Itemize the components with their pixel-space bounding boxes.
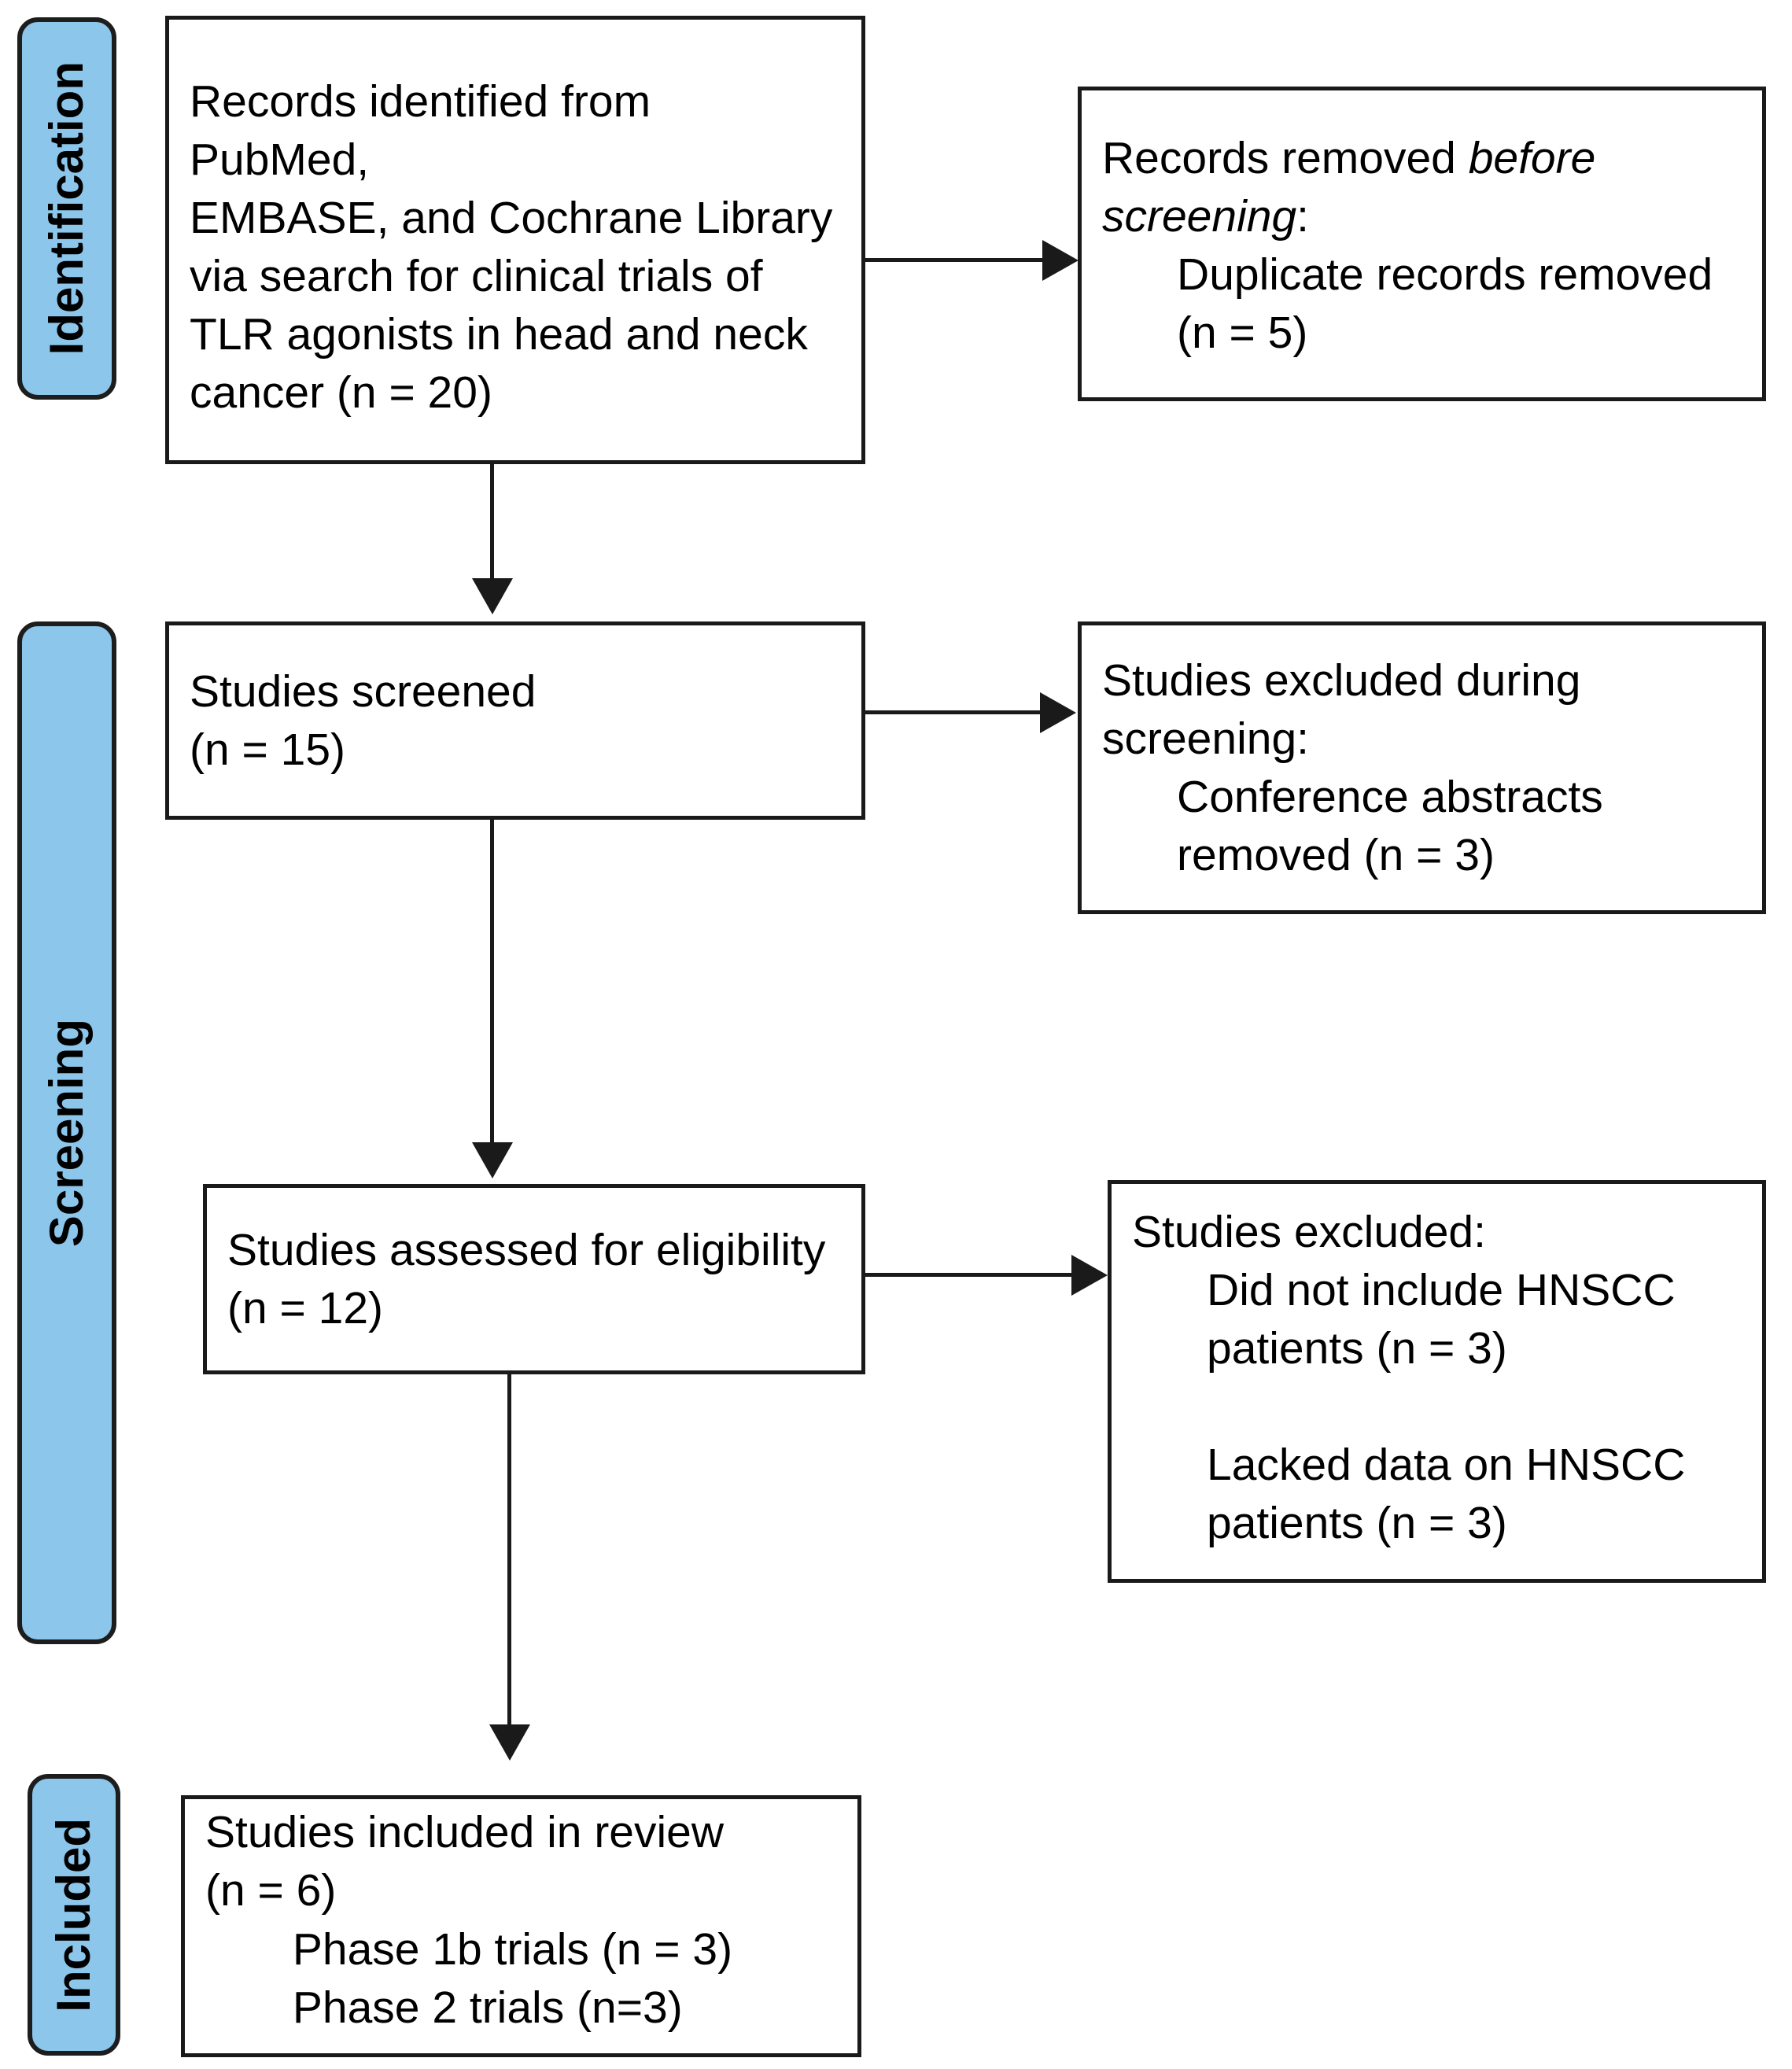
box-studies-assessed-eligibility: Studies assessed for eligibility (n = 12…	[203, 1184, 865, 1374]
connector-screened-to-excluded-line	[865, 710, 1046, 714]
box-studies-assessed-eligibility-text: Studies assessed for eligibility (n = 12…	[227, 1224, 826, 1333]
connector-eligibility-to-included-line	[507, 1374, 511, 1728]
box-studies-excluded-screening-text: Studies excluded during screening: Confe…	[1102, 655, 1603, 881]
box-records-removed: Records removed before screening: Duplic…	[1078, 87, 1766, 401]
box-records-identified-text: Records identified from PubMed, EMBASE, …	[190, 76, 833, 419]
arrow-down-icon-identified-to-screened	[472, 578, 513, 614]
box-records-removed-italic: before screening	[1102, 132, 1596, 242]
stage-tab-included-label: Included	[47, 1817, 100, 2012]
box-studies-excluded-eligibility-text: Studies excluded: Did not include HNSCC …	[1132, 1206, 1686, 1549]
box-studies-excluded-eligibility: Studies excluded: Did not include HNSCC …	[1108, 1180, 1766, 1583]
box-studies-excluded-screening: Studies excluded during screening: Confe…	[1078, 621, 1766, 914]
stage-tab-included: Included	[28, 1774, 120, 2056]
stage-tab-screening-label: Screening	[40, 1018, 93, 1248]
stage-tab-identification-label: Identification	[40, 61, 93, 356]
arrow-down-icon-eligibility-to-included	[489, 1724, 530, 1761]
arrow-right-icon-eligibility-to-excluded	[1071, 1255, 1108, 1296]
arrow-right-icon-screened-to-excluded	[1040, 692, 1076, 733]
arrow-down-icon-screened-to-eligibility	[472, 1142, 513, 1178]
box-studies-screened: Studies screened (n = 15)	[165, 621, 865, 820]
box-studies-included-text: Studies included in review (n = 6) Phase…	[205, 1807, 733, 2033]
box-studies-included: Studies included in review (n = 6) Phase…	[181, 1795, 861, 2057]
box-records-removed-text: Records removed before screening: Duplic…	[1082, 129, 1762, 362]
arrow-right-icon-identified-to-removed	[1042, 240, 1079, 281]
connector-identified-to-screened-line	[490, 464, 494, 582]
box-records-removed-prefix: Records removed	[1102, 132, 1469, 183]
stage-tab-screening: Screening	[17, 621, 116, 1644]
connector-eligibility-to-excluded-line	[865, 1273, 1079, 1277]
box-records-identified: Records identified from PubMed, EMBASE, …	[165, 16, 865, 464]
connector-identified-to-removed-line	[865, 258, 1050, 262]
box-studies-screened-text: Studies screened (n = 15)	[190, 666, 536, 775]
stage-tab-identification: Identification	[17, 17, 116, 400]
connector-screened-to-eligibility-line	[490, 820, 494, 1146]
box-records-removed-suffix: : Duplicate records removed (n = 5)	[1177, 190, 1713, 359]
